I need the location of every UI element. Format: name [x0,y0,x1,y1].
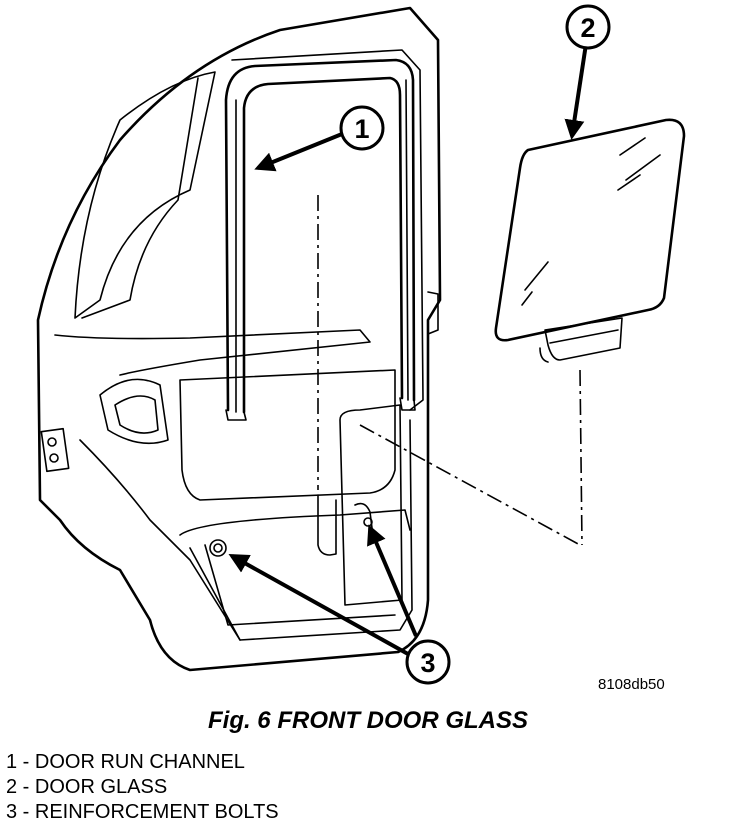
legend: 1 - DOOR RUN CHANNEL 2 - DOOR GLASS 3 - … [6,750,279,825]
door-shell [36,6,442,672]
legend-item: 1 - DOOR RUN CHANNEL [6,751,245,773]
callout-1-number: 1 [354,114,369,144]
alignment-lines [317,195,583,546]
callout-3: 3 [405,639,451,685]
leader-arrows [228,43,588,656]
reinforcement-bolts [209,502,373,557]
callout-2-number: 2 [580,13,595,43]
callout-1: 1 [339,105,385,151]
figure-caption: Fig. 6 FRONT DOOR GLASS [207,707,528,734]
legend-item: 2 - DOOR GLASS [6,776,168,798]
door-glass-diagram: 1 2 3 [36,4,686,685]
door-run-channel [224,58,416,421]
callout-3-number: 3 [420,648,435,678]
legend-item: 3 - REINFORCEMENT BOLTS [6,801,279,823]
figure-reference-code: 8108db50 [598,676,665,693]
callout-2: 2 [565,4,611,50]
door-glass [494,118,686,363]
